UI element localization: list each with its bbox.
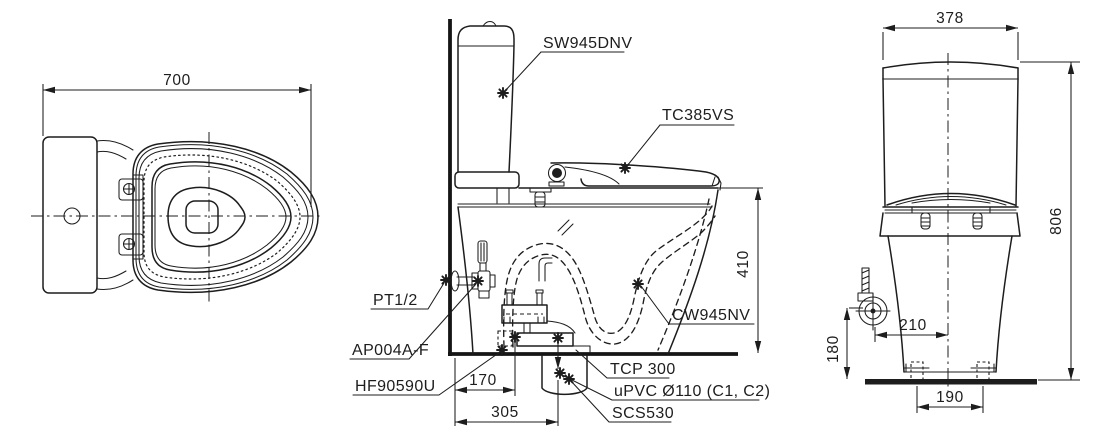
label-stop-valve: AP004A-F (349, 283, 477, 360)
cistern-side (454, 20, 520, 204)
label-bowl: CW945NV (640, 285, 755, 325)
dim-valve-to-center: 210 (874, 317, 948, 342)
svg-text:SW945DNV: SW945DNV (543, 35, 632, 52)
lid-knob (482, 20, 497, 27)
drain-outline (185, 200, 219, 234)
svg-text:210: 210 (899, 317, 927, 334)
fill-valve-flange (501, 289, 576, 334)
label-supply-hose: HF90590U (352, 351, 501, 396)
svg-text:TCP 300: TCP 300 (610, 361, 676, 378)
seat-ring (151, 161, 292, 273)
rim-band (882, 206, 1019, 214)
svg-text:CW945NV: CW945NV (672, 307, 750, 324)
seat-bolt-side (529, 187, 552, 208)
dim-overall-depth: 700 (42, 72, 312, 207)
svg-text:190: 190 (936, 389, 964, 406)
svg-text:180: 180 (825, 335, 842, 363)
foot-bolts (903, 361, 997, 381)
trapway-dashed (502, 205, 716, 348)
dim-overall-height: 806 (1020, 61, 1080, 381)
svg-text:HF90590U: HF90590U (355, 378, 436, 395)
svg-text:806: 806 (1048, 207, 1065, 235)
floor-line (865, 379, 1037, 385)
front-view: 378 806 210 180 190 (825, 10, 1080, 413)
seat-hinge-bracket (118, 174, 144, 260)
dim-valve-height: 180 (825, 307, 863, 379)
svg-text:AP004A-F: AP004A-F (352, 342, 429, 359)
label-seat-cover: TC385VS (626, 107, 735, 167)
dim-bolt-spacing: 190 (916, 386, 984, 413)
leader-star-icon (440, 274, 452, 286)
side-view: SW945DNV TC385VS PT1/2 AP004A-F HF90590U… (349, 19, 770, 426)
label-supply-thread: PT1/2 (370, 282, 445, 310)
svg-text:TC385VS: TC385VS (662, 107, 734, 124)
stop-valve-side (450, 240, 496, 299)
lid-button (63, 207, 81, 225)
svg-text:378: 378 (936, 10, 964, 27)
leader-star-icon (509, 331, 521, 343)
leader-star-icon (472, 275, 484, 287)
dim-cistern-width: 378 (882, 10, 1019, 60)
label-socket: SCS530 (570, 380, 674, 423)
label-cistern: SW945DNV (504, 35, 632, 92)
leader-star-icon (552, 332, 564, 344)
water-surface-contour (167, 186, 246, 248)
cistern-front (882, 61, 1019, 207)
label-waste-pipe: uPVC Ø110 (C1, C2) (561, 374, 770, 401)
rim-shoulder-lines (457, 203, 713, 208)
seat-bolts-front (920, 212, 983, 230)
leader-star-icon (554, 367, 566, 379)
svg-text:305: 305 (491, 404, 519, 421)
bowl-back-profile (457, 206, 474, 355)
dim-rim-height: 410 (693, 187, 763, 353)
dim-overall-depth-value: 700 (163, 72, 191, 89)
svg-text:uPVC Ø110 (C1, C2): uPVC Ø110 (C1, C2) (614, 383, 770, 400)
bowl-front-inner-dashed (657, 198, 710, 351)
jet-pipe (538, 257, 553, 282)
seat-front-arcs (886, 192, 1016, 206)
bowl-shoulder-lines (96, 140, 134, 290)
lid-contours (132, 140, 319, 294)
svg-text:PT1/2: PT1/2 (373, 292, 418, 309)
label-flange: TCP 300 (575, 349, 676, 379)
svg-text:170: 170 (469, 372, 497, 389)
cistern-top (42, 136, 98, 294)
seat-cover-side (547, 162, 720, 187)
top-view: 700 (31, 72, 322, 304)
dim-valve-from-wall: 170 (454, 342, 516, 426)
pedestal-front (879, 212, 1021, 373)
dim-outlet-from-wall: 305 (455, 380, 559, 426)
bowl-front-profile (667, 189, 719, 355)
stop-valve-front (855, 267, 891, 331)
waste-outlet-pipe (541, 342, 588, 396)
svg-text:410: 410 (735, 250, 752, 278)
svg-text:SCS530: SCS530 (612, 405, 674, 422)
